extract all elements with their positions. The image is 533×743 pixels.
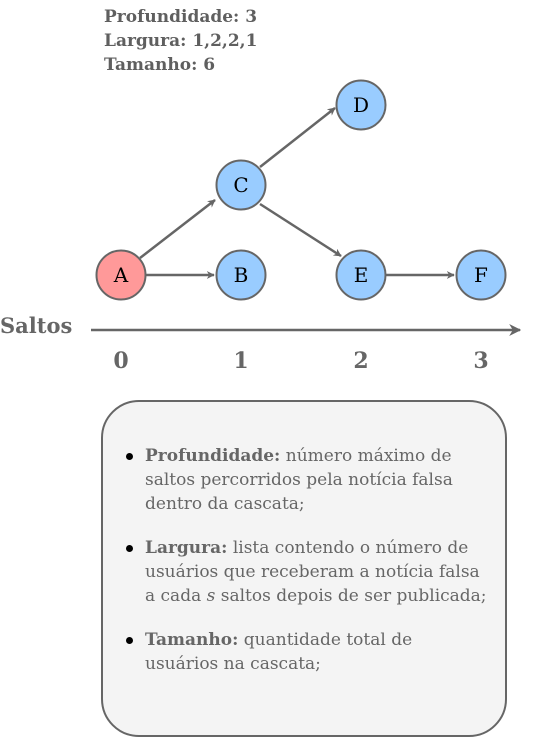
edge-a-c	[139, 199, 216, 259]
node-e: E	[335, 249, 387, 301]
cascade-stats: Profundidade: 3 Largura: 1,2,2,1 Tamanho…	[104, 5, 257, 77]
definition-width: Largura: lista contendo o número de usuá…	[126, 536, 487, 608]
edge-c-d	[259, 107, 336, 168]
definition-size-text: quantidade total de usuários na cascata;	[145, 630, 413, 674]
definition-width-term: Largura:	[145, 538, 228, 558]
definitions-list: Profundidade: número máximo de saltos pe…	[126, 444, 487, 696]
definition-size-term: Tamanho:	[145, 630, 239, 650]
node-b-label: B	[234, 263, 249, 287]
node-c-label: C	[233, 173, 248, 197]
definition-width-emph: s	[206, 586, 216, 606]
node-d-label: D	[353, 93, 369, 117]
definition-depth: Profundidade: número máximo de saltos pe…	[126, 444, 487, 516]
node-f: F	[455, 249, 507, 301]
stat-size: Tamanho: 6	[104, 55, 216, 75]
node-f-label: F	[474, 263, 488, 287]
node-a-label: A	[113, 263, 129, 287]
node-e-label: E	[354, 263, 369, 287]
tick-3: 3	[473, 348, 488, 374]
definition-depth-term: Profundidade:	[145, 446, 281, 466]
node-c: C	[215, 159, 267, 211]
node-d: D	[335, 79, 387, 131]
definition-size: Tamanho: quantidade total de usuários na…	[126, 628, 487, 676]
definitions-box: Profundidade: número máximo de saltos pe…	[101, 400, 507, 737]
stat-width: Largura: 1,2,2,1	[104, 31, 258, 51]
node-a: A	[95, 249, 147, 301]
tick-0: 0	[113, 348, 128, 374]
axis-title: Saltos	[0, 313, 72, 338]
definition-width-text-before: lista contendo o número de usuários que …	[145, 538, 480, 606]
edge-c-e	[259, 202, 342, 258]
tick-1: 1	[233, 348, 248, 374]
definition-depth-text: número máximo de saltos percorridos pela…	[145, 446, 453, 514]
tick-2: 2	[353, 348, 368, 374]
stat-depth: Profundidade: 3	[104, 7, 258, 27]
definition-width-text-after: saltos depois de ser publicada;	[215, 586, 487, 606]
node-b: B	[215, 249, 267, 301]
